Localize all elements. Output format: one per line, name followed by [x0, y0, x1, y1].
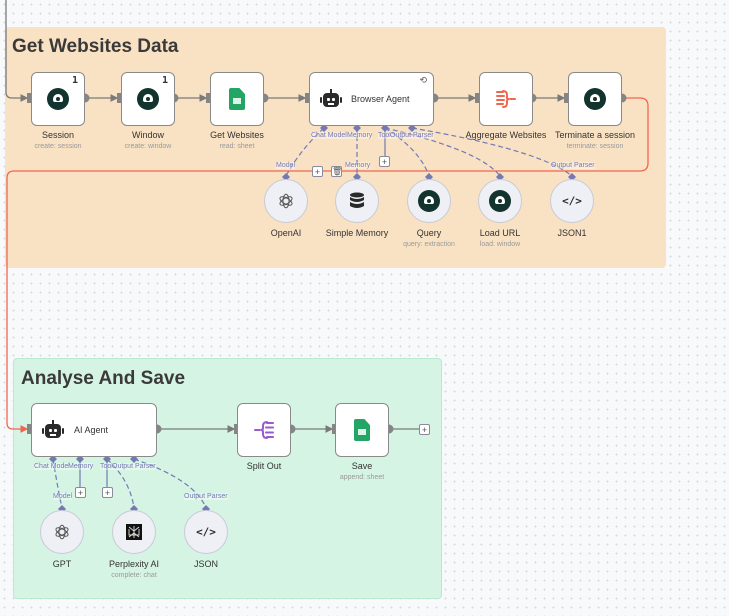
node-label: Window — [131, 130, 165, 140]
node-label: JSON — [193, 559, 219, 569]
port-label-memory: Memory — [345, 162, 371, 169]
node-aggregate-websites[interactable] — [479, 72, 533, 126]
node-label: Session — [41, 130, 75, 140]
node-label: AI Agent — [74, 425, 109, 435]
group-title: Get Websites Data — [12, 36, 179, 57]
port-label-memory: Memory — [68, 463, 94, 470]
node-query[interactable] — [407, 179, 451, 223]
node-label: OpenAI — [270, 228, 302, 238]
node-json[interactable]: </> — [184, 510, 228, 554]
node-label: Save — [351, 461, 373, 471]
node-subtitle: create: window — [124, 143, 172, 150]
code-icon: </> — [196, 525, 216, 539]
n8n-browser-icon — [584, 88, 606, 110]
add-tool-button[interactable]: + — [379, 156, 390, 167]
add-next-node-button[interactable]: + — [419, 424, 430, 435]
node-save[interactable] — [335, 403, 389, 457]
port-label-tool: Tool — [100, 463, 113, 470]
run-count-badge: 1 — [71, 75, 78, 86]
port-label-chat-model: Chat Model — [34, 463, 70, 470]
openai-icon — [279, 193, 293, 209]
node-subtitle: load: window — [479, 241, 521, 248]
n8n-browser-icon — [137, 88, 159, 110]
port-label-memory: Memory — [347, 132, 373, 139]
node-subtitle: terminate: session — [566, 143, 624, 150]
node-label: Terminate a session — [554, 130, 636, 140]
split-out-icon — [254, 421, 274, 439]
port-label-chat-model: Chat Model — [311, 132, 347, 139]
node-openai[interactable] — [264, 179, 308, 223]
port-label-tool: Tool — [378, 132, 391, 139]
add-node-on-wire-button[interactable]: + — [312, 166, 323, 177]
node-simple-memory[interactable] — [335, 179, 379, 223]
node-subtitle: query: extraction — [403, 241, 455, 248]
node-split-out[interactable] — [237, 403, 291, 457]
node-label: Browser Agent — [351, 94, 410, 104]
n8n-browser-icon — [489, 190, 511, 212]
port-label-model: Model — [276, 162, 296, 169]
add-tool-button[interactable]: + — [102, 487, 113, 498]
node-session[interactable]: 1 — [31, 72, 85, 126]
google-sheets-icon — [229, 88, 245, 110]
node-label: Load URL — [479, 228, 521, 238]
port-label-output-parser: Output Parser — [551, 162, 595, 169]
n8n-browser-icon — [418, 190, 440, 212]
perplexity-icon — [126, 524, 142, 540]
node-label: Get Websites — [210, 130, 264, 140]
n8n-browser-icon — [47, 88, 69, 110]
node-label: Query — [416, 228, 442, 238]
group-title: Analyse And Save — [21, 368, 186, 389]
node-subtitle: create: session — [34, 143, 82, 150]
node-ai-agent[interactable]: AI Agent — [31, 403, 157, 457]
port-label-model: Model — [53, 493, 73, 500]
node-subtitle: append: sheet — [339, 474, 385, 481]
robot-icon — [42, 420, 64, 440]
node-gpt[interactable] — [40, 510, 84, 554]
node-json1[interactable]: </> — [550, 179, 594, 223]
refresh-icon[interactable]: ⟲ — [419, 75, 427, 85]
node-terminate-session[interactable] — [568, 72, 622, 126]
node-subtitle: complete: chat — [111, 572, 157, 579]
node-label: Aggregate Websites — [465, 130, 547, 140]
node-get-websites[interactable] — [210, 72, 264, 126]
node-browser-agent[interactable]: ⟲ Browser Agent — [309, 72, 434, 126]
openai-icon — [55, 524, 69, 540]
google-sheets-icon — [354, 419, 370, 441]
robot-icon — [320, 89, 342, 109]
node-window[interactable]: 1 — [121, 72, 175, 126]
node-load-url[interactable] — [478, 179, 522, 223]
node-label: Split Out — [246, 461, 282, 471]
node-label: Perplexity AI — [108, 559, 160, 569]
node-subtitle: read: sheet — [219, 143, 255, 150]
node-perplexity-ai[interactable] — [112, 510, 156, 554]
port-label-output-parser: Output Parser — [184, 493, 228, 500]
database-icon — [350, 192, 364, 208]
aggregate-icon — [496, 90, 516, 108]
code-icon: </> — [562, 194, 582, 208]
delete-connection-button[interactable]: 🗑 — [331, 166, 343, 177]
port-label-output-parser: Output Parser — [112, 463, 156, 470]
node-label: Simple Memory — [325, 228, 389, 238]
run-count-badge: 1 — [161, 75, 168, 86]
node-label: JSON1 — [557, 228, 587, 238]
node-label: GPT — [52, 559, 72, 569]
port-label-output-parser: Output Parser — [390, 132, 434, 139]
add-memory-button[interactable]: + — [75, 487, 86, 498]
